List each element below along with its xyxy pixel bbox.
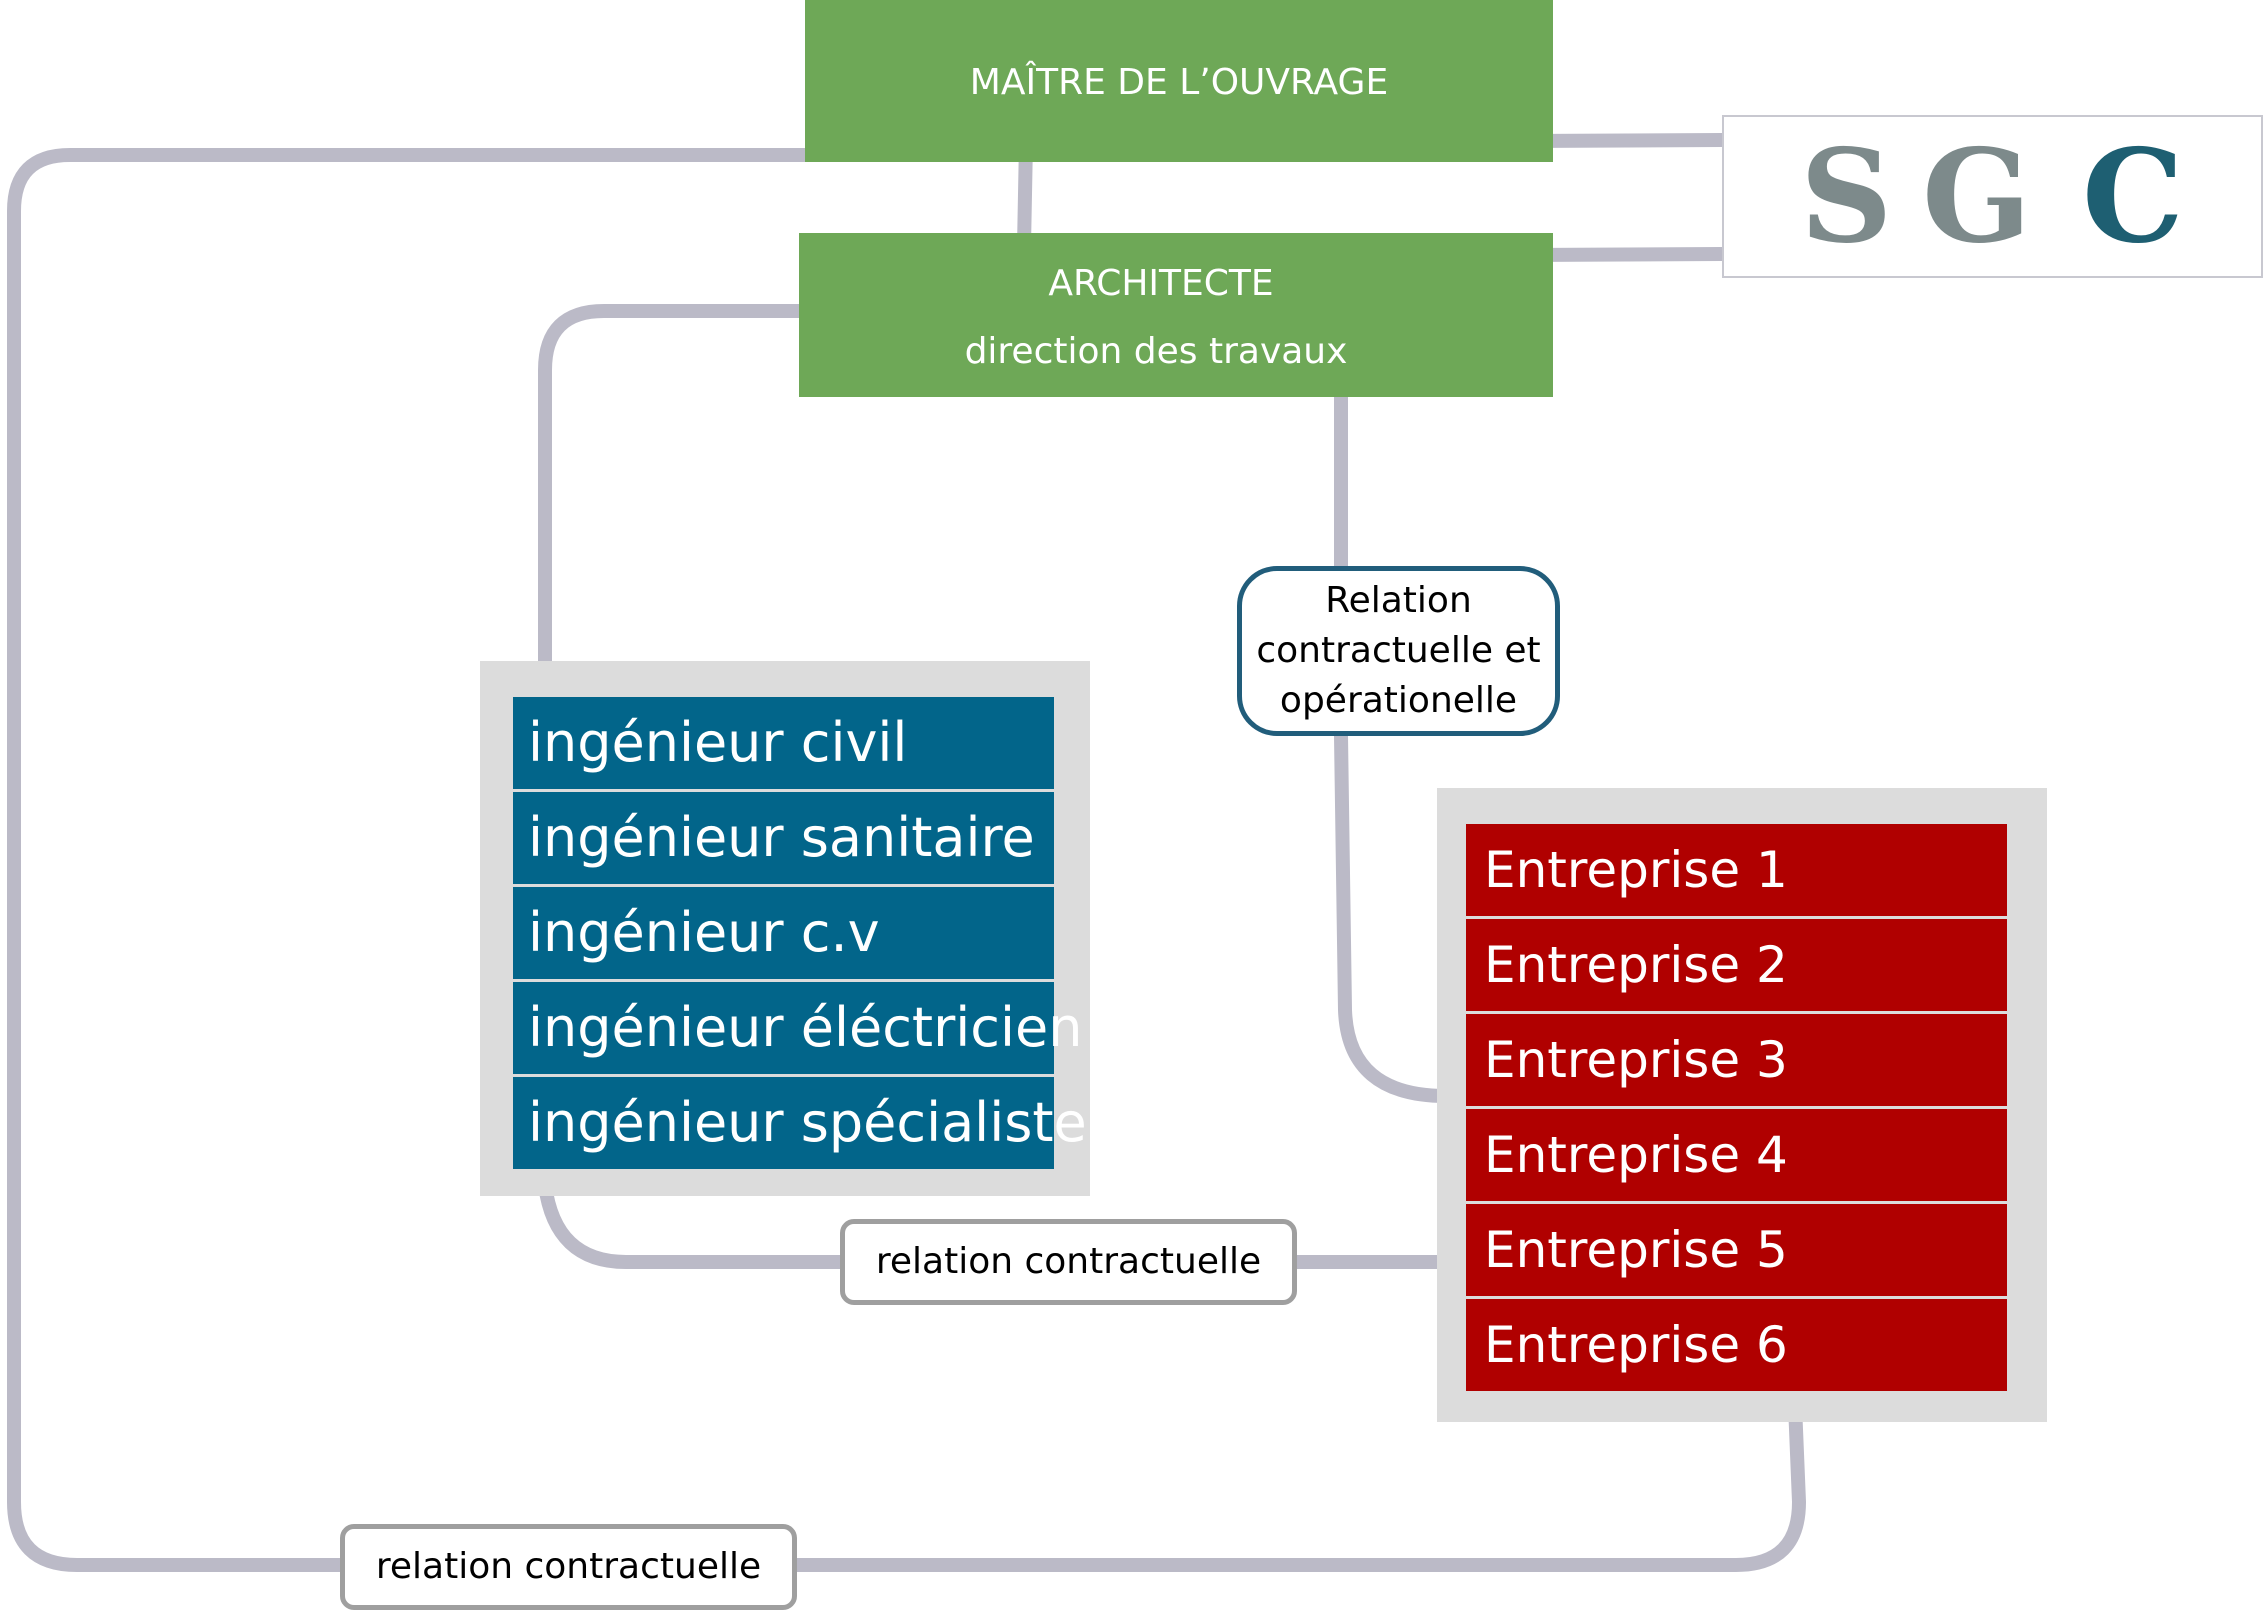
maitre-ouvrage-label: MAÎTRE DE L’OUVRAGE — [969, 62, 1389, 103]
entreprise-item: Entreprise 2 — [1466, 919, 2007, 1011]
engineer-item: ingénieur civil — [513, 697, 1054, 789]
relation-engineers-entreprises-label: relation contractuelle — [840, 1219, 1297, 1305]
connector-sgc-maitre — [1519, 133, 1729, 148]
connector-architecte-entreprises — [1334, 377, 1453, 1103]
engineer-item: ingénieur spécialiste — [513, 1077, 1087, 1169]
entreprise-item: Entreprise 4 — [1466, 1109, 2007, 1201]
engineer-item: ingénieur sanitaire — [513, 792, 1054, 884]
entreprise-item: Entreprise 6 — [1466, 1299, 2007, 1391]
entreprise-item: Entreprise 3 — [1466, 1014, 2007, 1106]
entreprise-item: Entreprise 1 — [1466, 824, 2007, 916]
entreprise-item: Entreprise 5 — [1466, 1204, 2007, 1296]
engineer-item: ingénieur c.v — [513, 887, 1054, 979]
relation-operationnelle-line: Relation — [1325, 580, 1472, 621]
architecte-sublabel: direction des travaux — [964, 331, 1348, 372]
sgc-logo: S G C — [1722, 115, 2263, 278]
logo-letter-g: G — [1922, 122, 2032, 272]
connector-architecte-engineers — [538, 304, 823, 677]
connector-maitre-entreprises — [7, 148, 1806, 1572]
relation-operationnelle-line: opérationelle — [1279, 680, 1518, 721]
relation-maitre-entreprises-label: relation contractuelle — [340, 1524, 797, 1610]
relation-operationnelle-label: Relation contractuelle et opérationelle — [1237, 566, 1560, 736]
architecte-label: ARCHITECTE — [1048, 263, 1274, 304]
engineer-item: ingénieur éléctricien — [513, 982, 1082, 1074]
relation-operationnelle-line: contractuelle et — [1256, 630, 1541, 671]
maitre-ouvrage-box: MAÎTRE DE L’OUVRAGE — [805, 0, 1553, 162]
architecte-box: ARCHITECTE direction des travaux — [799, 233, 1553, 397]
logo-letter-c: C — [2082, 122, 2184, 272]
connector-sgc-architecte — [1519, 247, 1729, 262]
logo-letter-s: S — [1800, 122, 1893, 272]
connector-engineers-entreprises — [538, 1178, 1449, 1269]
